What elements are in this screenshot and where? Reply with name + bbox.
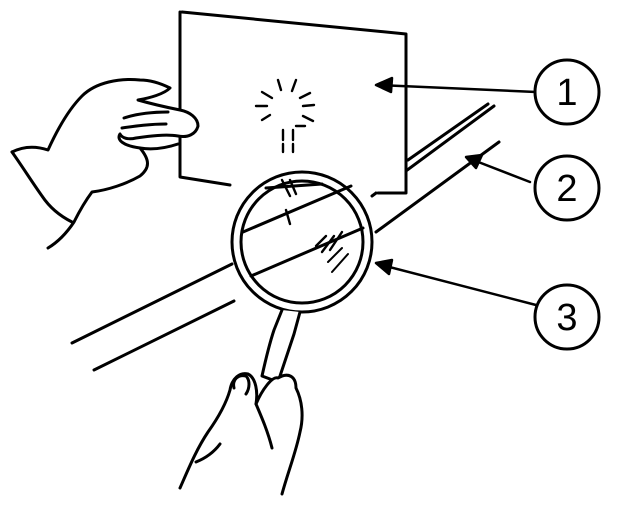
arrow-3 <box>378 264 536 305</box>
callout-badge-2: 2 <box>535 156 599 220</box>
arrowhead-3 <box>376 260 392 274</box>
right-hand-outline <box>180 374 302 494</box>
callout-badge-3: 3 <box>535 285 599 349</box>
callout-badge-1: 1 <box>535 60 599 124</box>
callout-badges: 1 2 3 <box>535 60 599 349</box>
lens-rim-outer <box>232 172 372 312</box>
callout-number: 2 <box>556 168 577 210</box>
rail-upper-edge <box>72 264 232 343</box>
left-hand-outline <box>12 80 198 248</box>
glass-handle <box>262 310 300 382</box>
card <box>180 12 406 193</box>
left-hand <box>12 80 198 248</box>
left-sleeve <box>12 152 72 222</box>
callout-number: 1 <box>556 72 577 114</box>
rail-back-edge <box>408 104 488 160</box>
card-outline <box>180 12 406 193</box>
rail-lower-edge <box>94 301 234 370</box>
right-hand <box>180 374 302 494</box>
magnifying-glass <box>232 172 372 382</box>
callout-number: 3 <box>556 297 577 339</box>
